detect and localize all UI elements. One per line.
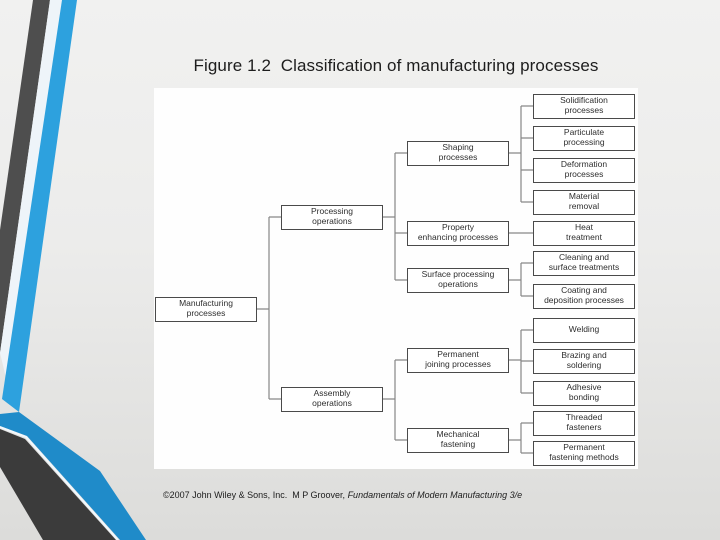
connector-assembly [383, 359, 407, 441]
node-material-removal: Material removal [533, 189, 635, 215]
blue-stripe-bottom [0, 412, 146, 540]
node-assembly-operations: Assembly operations [281, 386, 383, 412]
node-threaded-fasteners: Threaded fasteners [533, 410, 635, 436]
node-coating-deposition-processes: Coating and deposition processes [533, 283, 635, 309]
node-particulate-processing: Particulate processing [533, 125, 635, 151]
node-manufacturing-processes: Manufacturing processes [155, 296, 257, 322]
white-separator-bottom [0, 426, 119, 540]
node-property-enhancing-processes: Property enhancing processes [407, 220, 509, 246]
node-processing-operations: Processing operations [281, 204, 383, 230]
node-solidification-processes: Solidification processes [533, 93, 635, 119]
connector-manufacturing [257, 216, 281, 400]
connector-surface [509, 262, 533, 297]
node-cleaning-surface-treatments: Cleaning and surface treatments [533, 250, 635, 276]
connector-mechanical [509, 422, 533, 454]
footer-copyright: ©2007 John Wiley & Sons, Inc. M P Groove… [163, 490, 348, 500]
node-deformation-processes: Deformation processes [533, 157, 635, 183]
node-permanent-fastening-methods: Permanent fastening methods [533, 440, 635, 466]
connector-lines [257, 105, 533, 454]
node-heat-treatment: Heat treatment [533, 220, 635, 246]
footer-book-title: Fundamentals of Modern Manufacturing 3/e [347, 490, 523, 500]
node-surface-processing-operations: Surface processing operations [407, 267, 509, 293]
white-separator-top [0, 0, 62, 386]
node-brazing-soldering: Brazing and soldering [533, 348, 635, 374]
node-permanent-joining-processes: Permanent joining processes [407, 347, 509, 373]
node-shaping-processes: Shaping processes [407, 140, 509, 166]
footer-credit: ©2007 John Wiley & Sons, Inc. M P Groove… [163, 490, 683, 500]
blue-stripe-top [2, 0, 77, 412]
slide-title: Figure 1.2 Classification of manufacturi… [193, 56, 599, 75]
dark-stripe-bottom [0, 429, 116, 540]
node-welding: Welding [533, 317, 635, 343]
node-adhesive-bonding: Adhesive bonding [533, 380, 635, 406]
node-mechanical-fastening: Mechanical fastening [407, 427, 509, 453]
figure-panel: Manufacturing processes Processing opera… [154, 88, 638, 469]
connector-permanent-joining [509, 329, 533, 394]
connector-shaping [509, 105, 533, 203]
connector-processing [383, 152, 407, 281]
